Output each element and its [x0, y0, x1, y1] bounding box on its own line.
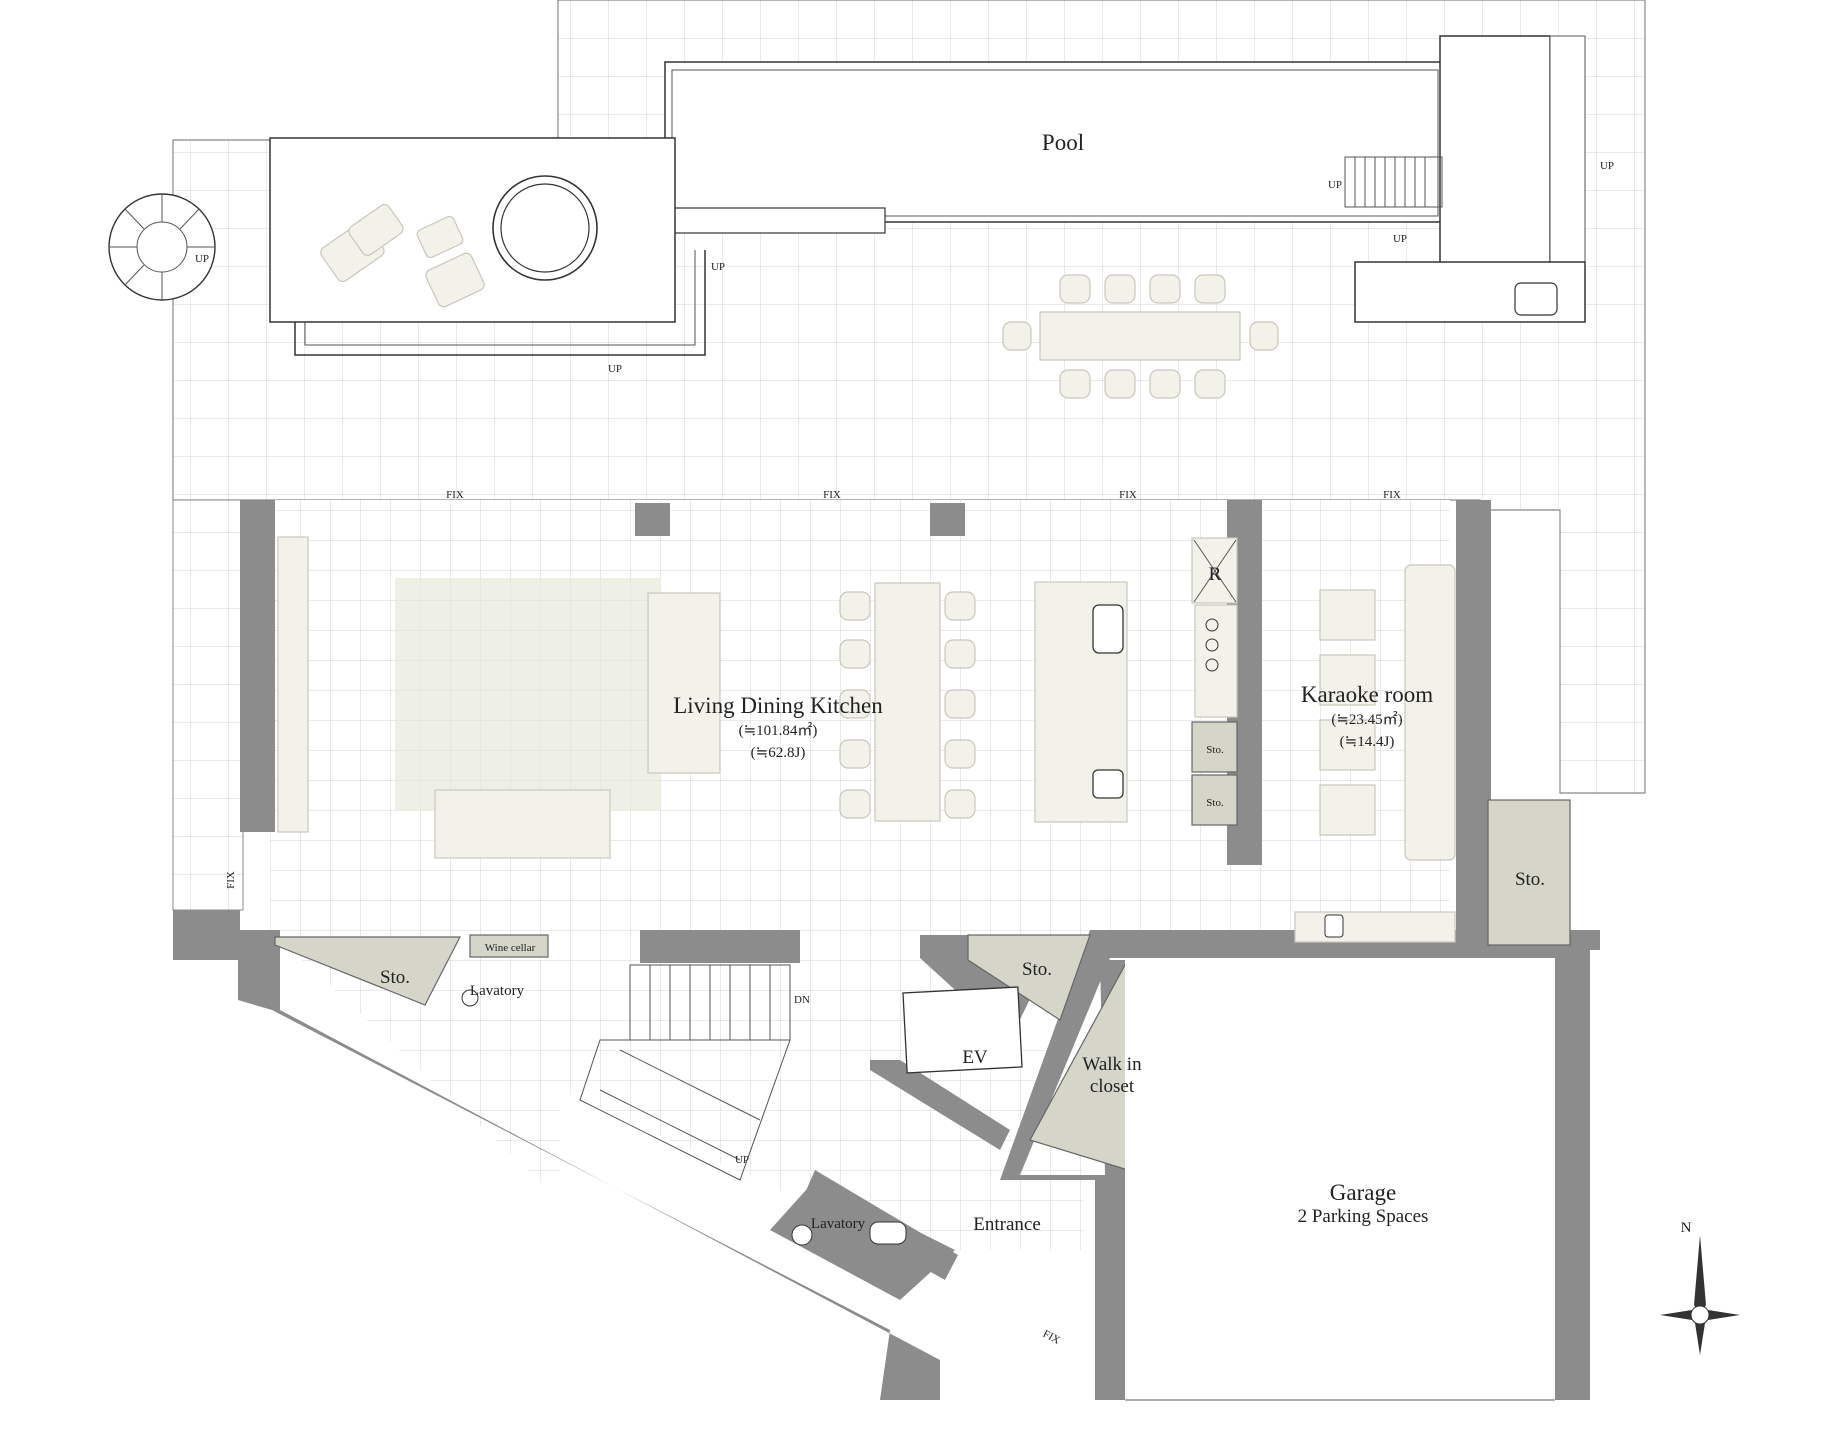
- label-walk-in-2: closet: [1090, 1076, 1135, 1097]
- label-down: DN: [794, 994, 810, 1006]
- label-pool: Pool: [1042, 130, 1084, 155]
- label-ev: EV: [962, 1047, 988, 1068]
- roof-deck: [108, 137, 706, 356]
- label-up-7: UP: [735, 1154, 749, 1166]
- label-up-5: UP: [1393, 233, 1407, 245]
- label-fix-2: FIX: [823, 489, 841, 501]
- label-wine-cellar: Wine cellar: [485, 942, 536, 954]
- north-arrow-icon: [1660, 1235, 1740, 1355]
- label-fix-4: FIX: [1383, 489, 1401, 501]
- label-storage-2: Sto.: [1022, 959, 1052, 980]
- label-ldk-area-m2: (≒101.84㎡): [739, 722, 818, 739]
- label-garage-sub: 2 Parking Spaces: [1298, 1206, 1429, 1227]
- label-up-3: UP: [608, 363, 622, 375]
- label-walk-in-1: Walk in: [1082, 1054, 1142, 1075]
- label-karaoke-area-m2: (≒23.45㎡): [1331, 711, 1402, 728]
- lounge-chair: [320, 204, 485, 308]
- spiral-staircase: [108, 193, 216, 301]
- label-storage-1: Sto.: [380, 967, 410, 988]
- label-karaoke-area-j: (≒14.4J): [1340, 734, 1395, 750]
- label-storage-4: Sto.: [1206, 744, 1224, 756]
- elevator: [902, 986, 1023, 1074]
- label-ldk-area-j: (≒62.8J): [751, 745, 806, 761]
- label-up-1: UP: [195, 253, 209, 265]
- garage: [1125, 960, 1555, 1400]
- label-storage-5: Sto.: [1206, 797, 1224, 809]
- label-fix-1: FIX: [446, 489, 464, 501]
- label-fridge: R: [1209, 564, 1222, 585]
- rug: [395, 578, 660, 810]
- label-fix-6: FIX: [1041, 1328, 1062, 1347]
- lavatory-fixtures: [461, 989, 907, 1246]
- outdoor-dining-set: [1002, 274, 1279, 399]
- label-entrance: Entrance: [973, 1214, 1041, 1235]
- label-lavatory-1: Lavatory: [470, 983, 525, 999]
- living-furniture: [277, 536, 1456, 943]
- label-garage: Garage: [1330, 1180, 1396, 1205]
- label-up-2: UP: [711, 261, 725, 273]
- dining-chairs: [839, 591, 976, 819]
- kitchen-fixtures: [1092, 539, 1344, 938]
- label-fix-3: FIX: [1119, 489, 1137, 501]
- label-karaoke: Karaoke room: [1301, 682, 1433, 707]
- label-north: N: [1681, 1220, 1692, 1236]
- label-lavatory-2: Lavatory: [811, 1216, 866, 1232]
- pool: [654, 35, 1586, 323]
- label-ldk: Living Dining Kitchen: [673, 693, 883, 718]
- staircase: [579, 964, 791, 1181]
- label-up-4: UP: [1328, 179, 1342, 191]
- label-up-6: UP: [1600, 160, 1614, 172]
- label-fix-5: FIX: [225, 871, 237, 889]
- label-storage-3: Sto.: [1515, 869, 1545, 890]
